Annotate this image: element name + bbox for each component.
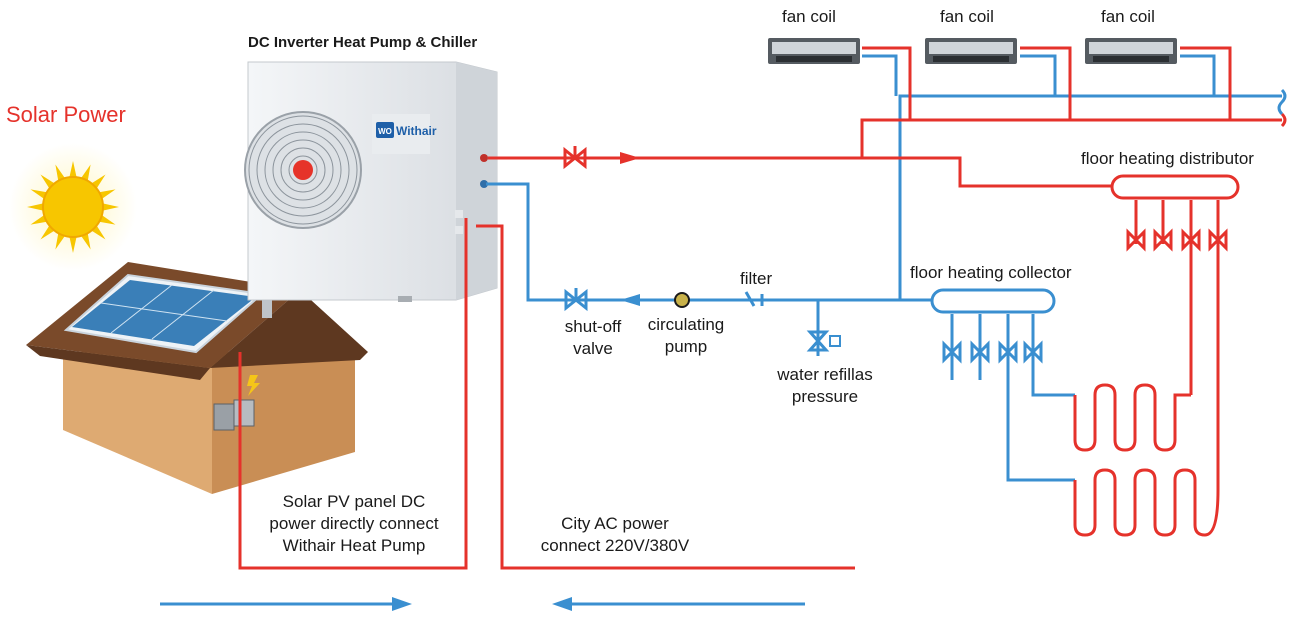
circulating-pump-label-line1: circulating [647, 315, 725, 334]
sun-ray [81, 233, 91, 250]
sun-ray [102, 203, 119, 211]
fan-coil-label-1: fan coil [782, 7, 836, 26]
filter-icon [744, 291, 764, 307]
valve-icon [564, 288, 588, 312]
fan-coil-label-3: fan coil [1101, 7, 1155, 26]
fan-coil-label-2: fan coil [940, 7, 994, 26]
shutoff-valve-label-line2: valve [573, 339, 613, 358]
brand-logo-text: WO [378, 127, 392, 136]
sun-ray [69, 161, 77, 178]
pipe-end-fitting [1277, 88, 1287, 116]
valve-icon [1181, 228, 1201, 252]
collector-valves [942, 340, 1043, 364]
brand-name: Withair [396, 124, 437, 138]
city-ac-label: City AC power connect 220V/380V [520, 513, 710, 557]
sun-ray [40, 225, 55, 240]
fan-grill-ring [256, 123, 350, 217]
valve-icon [563, 146, 587, 170]
fan-grill-ring [288, 155, 318, 185]
water-refill-label-line2: pressure [791, 387, 859, 406]
fan-coil-icon [1085, 38, 1177, 64]
arrow-icon [160, 152, 805, 611]
floor-heating-distributor-label: floor heating distributor [1081, 149, 1254, 168]
valve-icon [942, 340, 962, 364]
city-ac-label-line1: City AC power [561, 514, 669, 533]
sun-ray [40, 174, 55, 189]
sun-ray [27, 203, 44, 211]
water-refill-label: water refillas pressure [760, 364, 890, 408]
sun-ray [91, 225, 106, 240]
pump-icon [674, 292, 690, 308]
valve-icon [998, 340, 1018, 364]
floor-heating-collector-label: floor heating collector [910, 263, 1072, 282]
solar-pv-label-line2: power directly connect [269, 514, 439, 533]
floor-heating-distributor-manifold [1110, 174, 1240, 200]
valve-icon [970, 340, 990, 364]
supply-pipes [238, 46, 1282, 570]
circulating-pump-label-line2: pump [664, 337, 708, 356]
brand-logo-icon [376, 122, 394, 138]
shutoff-valve-label: shut-off valve [548, 316, 638, 360]
shutoff-valve-label-line1: shut-off [564, 317, 622, 336]
sun-ray [99, 215, 116, 225]
circulating-pump-label: circulating pump [636, 314, 736, 358]
fan-coil-icon [768, 38, 860, 64]
heat-pump-title: DC Inverter Heat Pump & Chiller [248, 34, 478, 51]
sun-ray [55, 164, 65, 181]
return-pipes [486, 54, 1282, 482]
sun-icon [9, 143, 137, 271]
fan-grill-ring [248, 115, 358, 225]
distributor-valves [1126, 228, 1228, 252]
lightning-icon [247, 375, 260, 396]
fan-grill-ring [280, 147, 326, 193]
sun-ray [81, 164, 91, 181]
valve-icon [1023, 340, 1043, 364]
filter-label: filter [740, 269, 773, 288]
water-refill-label-line1: water refillas [777, 365, 873, 384]
sun-ray [30, 189, 47, 199]
solar-power-title: Solar Power [6, 102, 126, 127]
valve-icon [806, 330, 841, 352]
solar-pv-label-line1: Solar PV panel DC [282, 492, 426, 511]
sun-ray [55, 233, 65, 250]
pipe-end-fitting [1280, 112, 1287, 128]
fan-grill-ring [264, 131, 342, 209]
heat-pump-unit-icon: WO Withair [244, 61, 498, 318]
sun-ray [30, 215, 47, 225]
fan-grill-ring [272, 139, 334, 201]
sun-ray [69, 236, 77, 253]
sun-ray [99, 189, 116, 199]
valve-icon [1208, 228, 1228, 252]
floor-heating-collector-manifold [930, 288, 1056, 314]
sun-ray [91, 174, 106, 189]
valve-icon [1153, 228, 1173, 252]
city-ac-label-line2: connect 220V/380V [540, 536, 690, 555]
solar-pv-label: Solar PV panel DC power directly connect… [248, 491, 460, 557]
solar-pv-label-line3: Withair Heat Pump [282, 536, 426, 555]
fan-coil-icon [925, 38, 1017, 64]
valve-icon [1126, 228, 1146, 252]
